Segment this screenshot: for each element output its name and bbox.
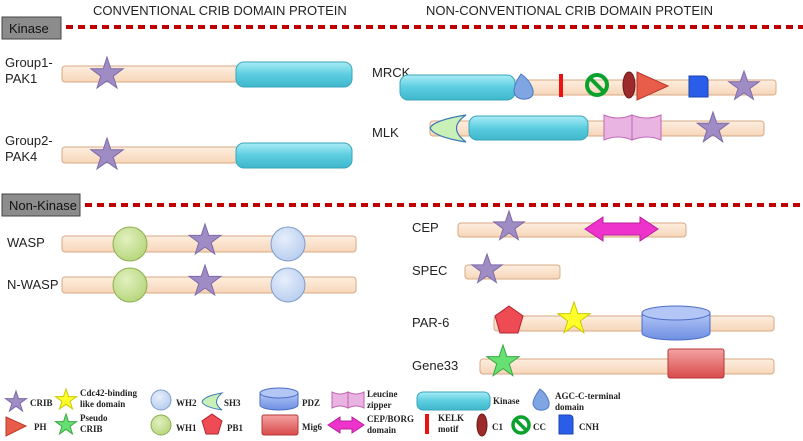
wasp-wh2-domain (270, 226, 306, 262)
legend: CRIB Cdc42-binding like domain WH2 SH3 P… (3, 387, 621, 437)
legend-sh3-icon (201, 392, 224, 411)
label-wasp: WASP (7, 235, 45, 250)
mrck-cnh-domain (688, 75, 709, 98)
section-nonkinase-box (1, 193, 81, 217)
legend-leucine-1: Leucine (367, 389, 398, 399)
legend-pb1: PB1 (227, 423, 244, 433)
legend-leucine-icon-2 (347, 391, 365, 409)
header-nonconventional: NON-CONVENTIONAL CRIB DOMAIN PROTEIN (426, 3, 713, 18)
legend-sh3: SH3 (224, 398, 241, 408)
mrck-kelk-motif (559, 74, 563, 97)
mrck-ph-domain (636, 71, 670, 101)
legend-pb1-icon (201, 413, 223, 435)
gene33-backbone (479, 358, 775, 375)
pak1-kinase-domain (235, 61, 353, 88)
section-kinase-label: Kinase (9, 21, 49, 36)
legend-wh1-icon (150, 414, 172, 436)
gene33-mig6-domain (667, 348, 725, 379)
nwasp-wh1-domain (112, 267, 148, 303)
section-nonkinase-label: Non-Kinase (9, 198, 77, 213)
legend-crib-icon (3, 389, 29, 413)
wasp-wh1-domain (112, 226, 148, 262)
legend-pdz: PDZ (302, 398, 320, 408)
label-gene33: Gene33 (412, 358, 458, 373)
legend-wh1: WH1 (176, 423, 197, 433)
mrck-c1-domain (622, 71, 636, 99)
cep-crib-domain (492, 209, 526, 241)
legend-kinase-icon (416, 391, 491, 411)
mrck-cc-slash (588, 76, 606, 94)
legend-kelk-1: KELK (438, 413, 464, 423)
mlk-leucine-zipper-2 (631, 114, 662, 141)
legend-leucine-icon-1 (331, 391, 349, 409)
legend-kelk-icon (425, 414, 429, 434)
label-nwasp: N-WASP (7, 277, 59, 292)
nwasp-wh2-domain (270, 267, 306, 303)
wasp-crib-domain (187, 222, 223, 256)
legend-c1: C1 (492, 422, 503, 432)
legend-cdc42-icon (53, 387, 79, 411)
legend-cc: CC (533, 422, 546, 432)
section-kinase-box (1, 16, 62, 40)
legend-ph: PH (34, 422, 47, 432)
legend-agc-icon (532, 388, 550, 411)
par6-cdc42-binding-like-domain (556, 300, 592, 334)
mrck-agc-domain (513, 73, 534, 100)
legend-wh2: WH2 (176, 398, 197, 408)
gene33-pseudo-crib-domain (485, 343, 521, 377)
mrck-crib-domain (727, 69, 761, 101)
legend-cdc42-2: like domain (80, 399, 125, 409)
mlk-leucine-zipper-1 (603, 114, 633, 141)
label-group1: Group1- (5, 55, 53, 70)
par6-pb1-domain (494, 305, 524, 334)
legend-agc-2: domain (555, 402, 584, 412)
label-pak1: PAK1 (5, 71, 37, 86)
legend-kinase: Kinase (493, 396, 520, 406)
label-mrck: MRCK (372, 65, 411, 80)
label-mlk: MLK (372, 125, 399, 140)
legend-crib: CRIB (30, 398, 53, 408)
mrck-kinase-domain (399, 74, 516, 101)
cep-cep-borg-domain (584, 216, 659, 242)
label-group2: Group2- (5, 133, 53, 148)
legend-cnh-icon (558, 414, 574, 435)
legend-cdc42-1: Cdc42-binding (80, 388, 138, 398)
pak4-kinase-domain (235, 142, 353, 169)
legend-wh2-icon (150, 389, 172, 411)
label-cep: CEP (412, 220, 439, 235)
legend-cc-icon (511, 415, 531, 435)
legend-mig6-icon (261, 414, 299, 436)
legend-ph-icon (5, 416, 28, 437)
legend-cepborg-1: CEP/BORG (367, 414, 414, 424)
nwasp-crib-domain (187, 263, 223, 297)
par6-pdz-domain (641, 313, 711, 341)
par6-pdz-top (641, 305, 711, 321)
mlk-sh3-domain (429, 114, 467, 143)
legend-pseudo-2: CRIB (80, 424, 103, 434)
legend-agc-1: AGC-C-terminal (555, 391, 621, 401)
header-conventional: CONVENTIONAL CRIB DOMAIN PROTEIN (93, 3, 347, 18)
legend-mig6: Mig6 (302, 422, 322, 432)
label-pak4: PAK4 (5, 149, 37, 164)
mlk-crib-domain (695, 110, 731, 143)
legend-cep-borg-icon (327, 416, 365, 434)
mlk-kinase-domain (468, 115, 589, 141)
legend-pseudo-1: Pseudo (80, 413, 108, 423)
pak4-crib-domain (89, 136, 125, 171)
label-par6: PAR-6 (412, 315, 449, 330)
legend-cnh: CNH (579, 422, 599, 432)
mrck-cc-domain (585, 73, 609, 97)
spec-crib-domain (470, 252, 504, 284)
legend-leucine-2: zipper (367, 400, 392, 410)
legend-cc-slash (513, 417, 529, 433)
legend-kelk-2: motif (438, 424, 459, 434)
legend-cepborg-2: domain (367, 425, 396, 435)
legend-c1-icon (476, 413, 488, 437)
pak1-crib-domain (89, 55, 125, 90)
legend-pdz-top (259, 387, 299, 399)
legend-pseudo-crib-icon (53, 412, 79, 436)
par6-backbone (493, 315, 775, 332)
label-spec: SPEC (412, 263, 447, 278)
